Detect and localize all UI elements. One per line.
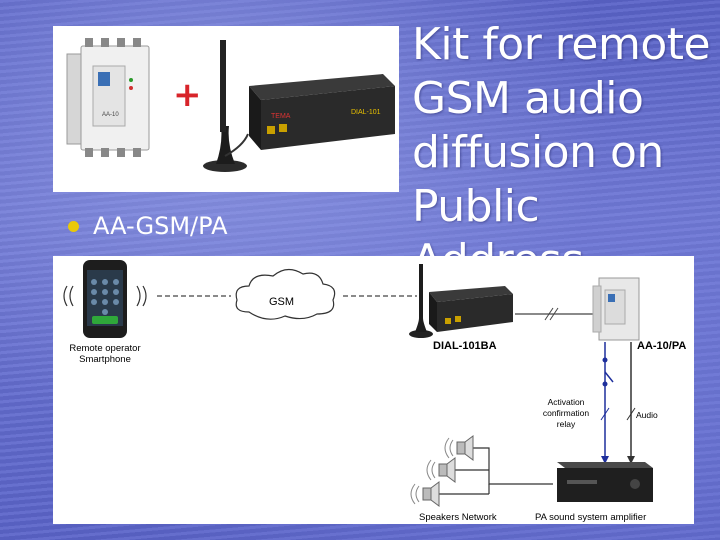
dial-label: DIAL-101BA [433, 340, 497, 352]
module-label: AA-10 [102, 112, 119, 118]
speakers-label: Speakers Network [419, 512, 497, 523]
phone-label: Remote operator Smartphone [53, 343, 157, 365]
plus-sign: + [173, 75, 202, 115]
bullet-item: AA-GSM/PA [68, 212, 228, 240]
phone-waves-icon [63, 285, 147, 307]
system-diagram: GSM Remote operator Smartphone DIAL-101B… [53, 256, 694, 524]
device-model: DIAL-101 [351, 109, 381, 116]
speaker-wire [469, 447, 553, 485]
slide-title: Kit for remote GSM audio diffusion on Pu… [412, 19, 711, 286]
dial-device-icon [409, 264, 513, 338]
amplifier-icon [557, 462, 653, 502]
product-photo: AA-10 TEMA DIAL-101 + [53, 26, 399, 192]
aa-label: AA-10/PA [637, 340, 687, 352]
bullet-dot-icon [68, 220, 79, 232]
smartphone-icon [83, 260, 127, 338]
gsm-cloud-label: GSM [269, 296, 295, 308]
antenna-image [203, 40, 249, 172]
bullet-text: AA-GSM/PA [93, 212, 228, 240]
din-module-image: AA-10 [66, 38, 150, 157]
phone-label-line1: Remote operator [69, 343, 141, 354]
diagram-art [63, 260, 653, 507]
speaker-icon [410, 481, 440, 507]
aa-module-icon [592, 277, 640, 341]
phone-label-line2: Smartphone [79, 354, 131, 365]
relay-label-line2: confirmation [542, 408, 590, 418]
amplifier-label: PA sound system amplifier [535, 512, 647, 523]
speaker-icon [444, 435, 474, 461]
audio-label: Audio [636, 410, 658, 420]
relay-label-line1: Activation [547, 397, 585, 407]
relay-label-line3: relay [556, 419, 576, 429]
product-photo-art: AA-10 TEMA DIAL-101 [66, 38, 395, 172]
speaker-icon [426, 457, 456, 483]
device-brand: TEMA [271, 113, 291, 120]
dial-device-image: TEMA DIAL-101 [249, 74, 395, 150]
gsm-cloud-icon [235, 268, 336, 320]
relay-label: Activation confirmation relay [531, 397, 601, 430]
